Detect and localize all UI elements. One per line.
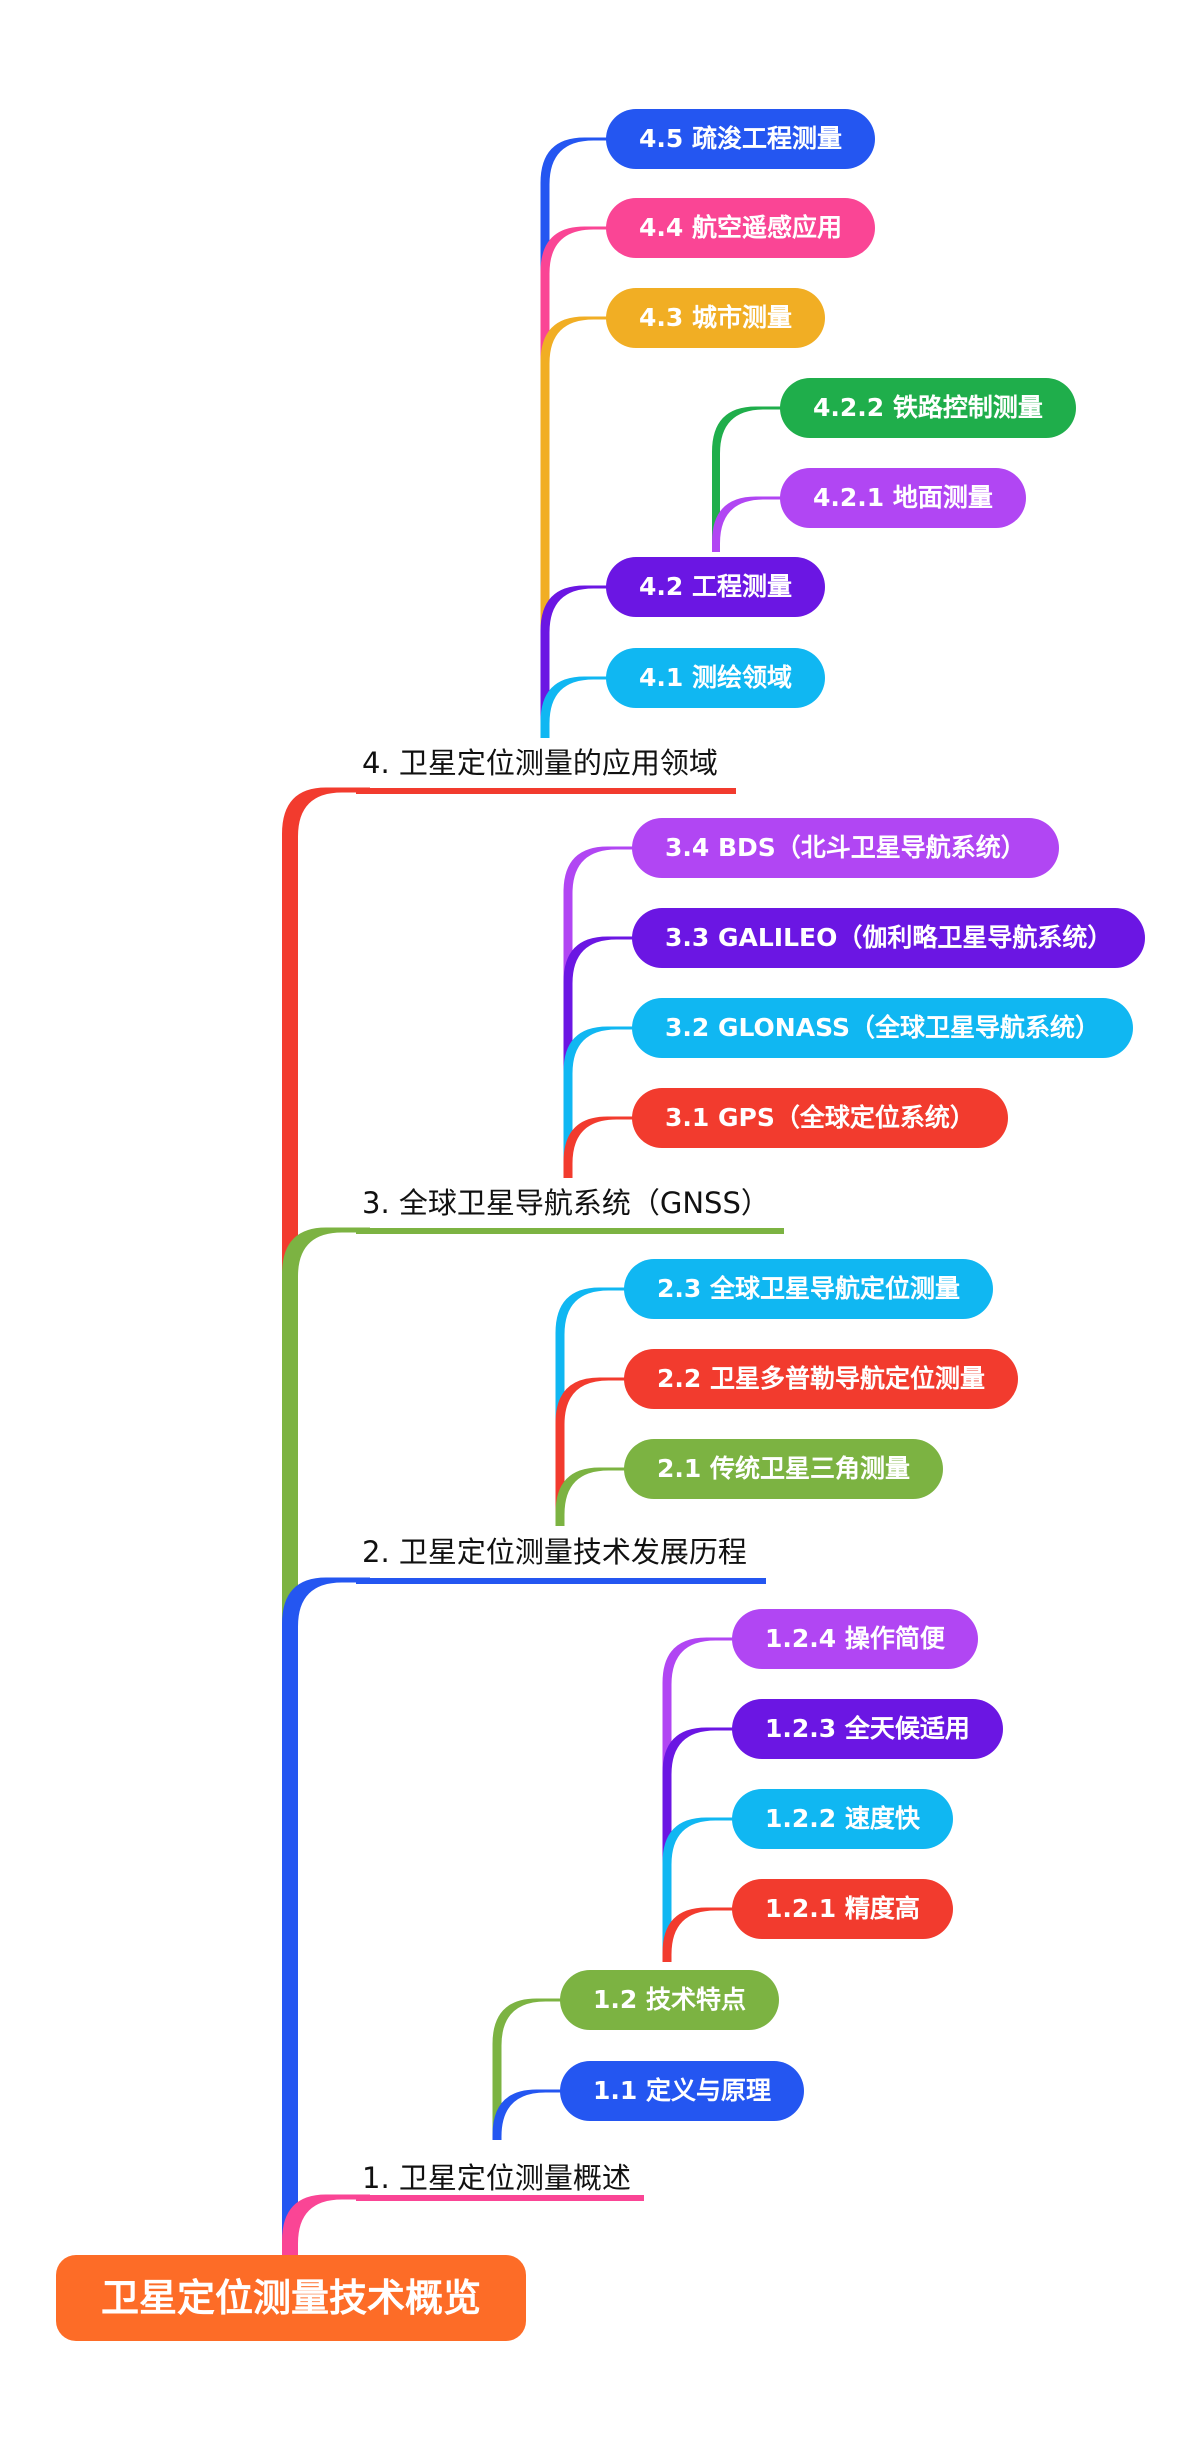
- topic-1-1[interactable]: 1.1 定义与原理: [560, 2061, 804, 2121]
- topic-3-2[interactable]: 3.2 GLONASS（全球卫星导航系统）: [632, 998, 1133, 1058]
- topic-2-1[interactable]: 2.1 传统卫星三角测量: [624, 1439, 943, 1499]
- b2-connector-1: [555, 1377, 630, 1526]
- topic-1-2-4[interactable]: 1.2.4 操作简便: [732, 1609, 978, 1669]
- topic-2-2[interactable]: 2.2 卫星多普勒导航定位测量: [624, 1349, 1018, 1409]
- topic-4-1[interactable]: 4.1 测绘领域: [606, 648, 825, 708]
- b3-connector-2: [563, 1026, 640, 1178]
- b12-connector-2: [662, 1817, 740, 1962]
- branch-1-underline: [356, 2195, 644, 2201]
- branch-2-title[interactable]: 2. 卫星定位测量技术发展历程: [362, 1535, 747, 1569]
- topic-4-5[interactable]: 4.5 疏浚工程测量: [606, 109, 875, 169]
- topic-1-2[interactable]: 1.2 技术特点: [560, 1970, 779, 2030]
- b12-connector-0: [662, 1637, 740, 1962]
- b4-connector-2: [540, 316, 612, 738]
- topic-4-2[interactable]: 4.2 工程测量: [606, 557, 825, 617]
- b2-connector-2: [555, 1467, 630, 1526]
- topic-4-2-2[interactable]: 4.2.2 铁路控制测量: [780, 378, 1076, 438]
- topic-3-4[interactable]: 3.4 BDS（北斗卫星导航系统）: [632, 818, 1059, 878]
- branch-2-underline: [356, 1578, 766, 1584]
- b4-connector-1: [540, 226, 612, 738]
- branch-3-title[interactable]: 3. 全球卫星导航系统（GNSS）: [362, 1186, 770, 1220]
- topic-4-2-1[interactable]: 4.2.1 地面测量: [780, 468, 1026, 528]
- topic-2-3[interactable]: 2.3 全球卫星导航定位测量: [624, 1259, 993, 1319]
- root-connector-2: [282, 1577, 370, 2262]
- topic-3-1[interactable]: 3.1 GPS（全球定位系统）: [632, 1088, 1008, 1148]
- topic-4-3[interactable]: 4.3 城市测量: [606, 288, 825, 348]
- b4-connector-3: [540, 585, 612, 738]
- branch-3-underline: [356, 1228, 784, 1234]
- branch-1-title[interactable]: 1. 卫星定位测量概述: [362, 2161, 631, 2195]
- topic-4-4[interactable]: 4.4 航空遥感应用: [606, 198, 875, 258]
- branch-4-underline: [356, 788, 736, 794]
- topic-1-2-3[interactable]: 1.2.3 全天候适用: [732, 1699, 1003, 1759]
- root-connector-3: [282, 2194, 370, 2262]
- b1-connector-1: [492, 2089, 566, 2140]
- topic-3-3[interactable]: 3.3 GALILEO（伽利略卫星导航系统）: [632, 908, 1146, 968]
- b12-connector-3: [662, 1907, 740, 1962]
- b42-connector-0: [712, 406, 786, 552]
- b42-connector-1: [712, 496, 786, 552]
- topic-1-2-1[interactable]: 1.2.1 精度高: [732, 1879, 953, 1939]
- topic-1-2-2[interactable]: 1.2.2 速度快: [732, 1789, 953, 1849]
- root-topic[interactable]: 卫星定位测量技术概览: [56, 2255, 526, 2341]
- branch-4-title[interactable]: 4. 卫星定位测量的应用领域: [362, 746, 718, 780]
- b3-connector-3: [563, 1116, 640, 1178]
- b4-connector-4: [540, 676, 612, 738]
